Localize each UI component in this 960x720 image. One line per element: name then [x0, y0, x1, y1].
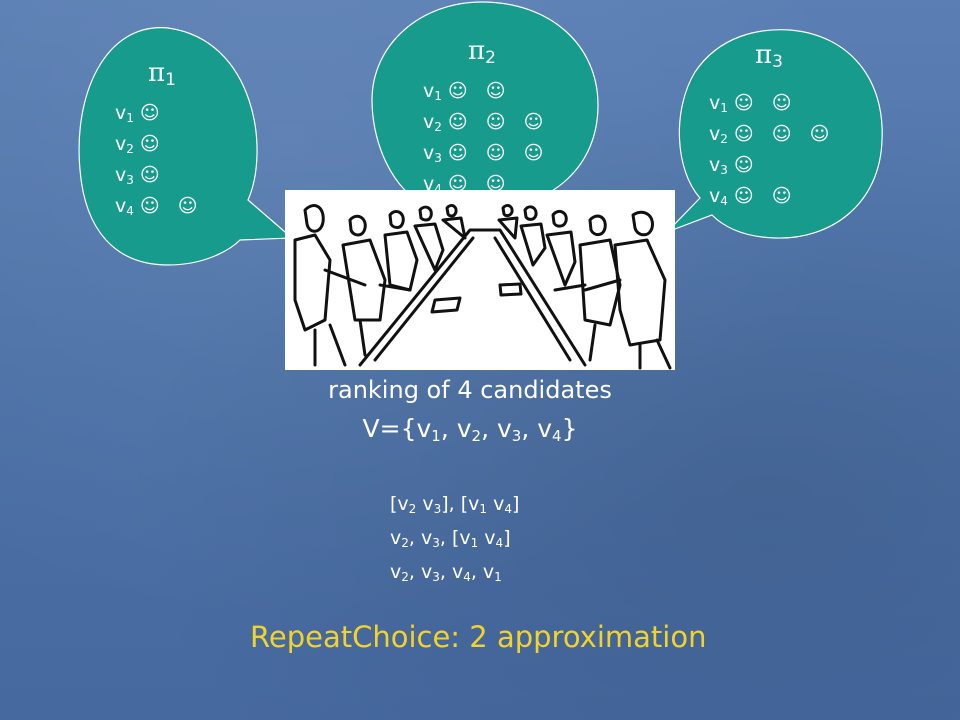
bubble-row: v4☺ ☺ — [709, 185, 798, 208]
caption-line-1: ranking of 4 candidates — [328, 376, 612, 404]
bubble-row: v2☺ — [115, 133, 166, 156]
bubble-row: v1☺ — [115, 102, 166, 125]
bubble-3-rows: v1☺ ☺ v2☺ ☺ ☺ v3☺ v4☺ ☺ — [709, 90, 835, 214]
candidate-set: V={v1, v2, v3, v4} — [362, 414, 578, 445]
pi-index: 1 — [165, 70, 176, 90]
bubble-row: v2☺ ☺ ☺ — [423, 111, 550, 134]
smiley-icon: ☺ — [139, 133, 166, 155]
pi-index: 2 — [485, 48, 496, 68]
smiley-icon: ☺ ☺ — [733, 92, 798, 114]
smiley-icon: ☺ ☺ — [447, 80, 512, 102]
pi-symbol: π — [755, 40, 773, 70]
smiley-icon: ☺ ☺ — [733, 185, 798, 207]
bubble-row: v4☺ ☺ — [423, 173, 512, 196]
smiley-icon: ☺ — [139, 102, 166, 124]
pi-symbol: π — [468, 36, 486, 66]
bubble-row: v1☺ ☺ — [709, 92, 798, 115]
pi-index: 3 — [772, 52, 783, 72]
speech-bubble-pi1 — [78, 27, 294, 266]
bubble-row: v3☺ ☺ ☺ — [423, 142, 550, 165]
smiley-icon: ☺ ☺ — [139, 195, 204, 217]
speech-bubble-pi3 — [666, 29, 883, 239]
bubble-2-title: π2 — [468, 36, 496, 68]
bubble-3-title: π3 — [755, 40, 783, 72]
bubble-row: v3☺ — [115, 164, 166, 187]
bubble-1-rows: v1☺ v2☺ v3☺ v4☺ ☺ — [115, 100, 204, 224]
meeting-table-illustration — [285, 190, 675, 370]
bubble-row: v1☺ ☺ — [423, 80, 512, 103]
smiley-icon: ☺ — [733, 154, 760, 176]
smiley-icon: ☺ — [139, 164, 166, 186]
bubble-row: v4☺ ☺ — [115, 195, 204, 218]
ranking-row-1: [v2 v3], [v1 v4] — [390, 493, 520, 516]
smiley-icon: ☺ ☺ ☺ — [447, 142, 550, 164]
smiley-icon: ☺ ☺ — [447, 173, 512, 195]
ranking-row-3: v2, v3, v4, v1 — [390, 561, 502, 584]
smiley-icon: ☺ ☺ ☺ — [447, 111, 550, 133]
smiley-icon: ☺ ☺ ☺ — [733, 123, 836, 145]
ranking-row-2: v2, v3, [v1 v4] — [390, 527, 511, 550]
bubble-row: v2☺ ☺ ☺ — [709, 123, 836, 146]
pi-symbol: π — [148, 58, 166, 88]
rankings-list: [v2 v3], [v1 v4] v2, v3, [v1 v4] v2, v3,… — [390, 490, 519, 592]
footer-title: RepeatChoice: 2 approximation — [250, 620, 707, 654]
bubble-2-rows: v1☺ ☺ v2☺ ☺ ☺ v3☺ ☺ ☺ v4☺ ☺ — [423, 78, 549, 202]
bubble-row: v3☺ — [709, 154, 760, 177]
bubble-1-title: π1 — [148, 58, 176, 90]
